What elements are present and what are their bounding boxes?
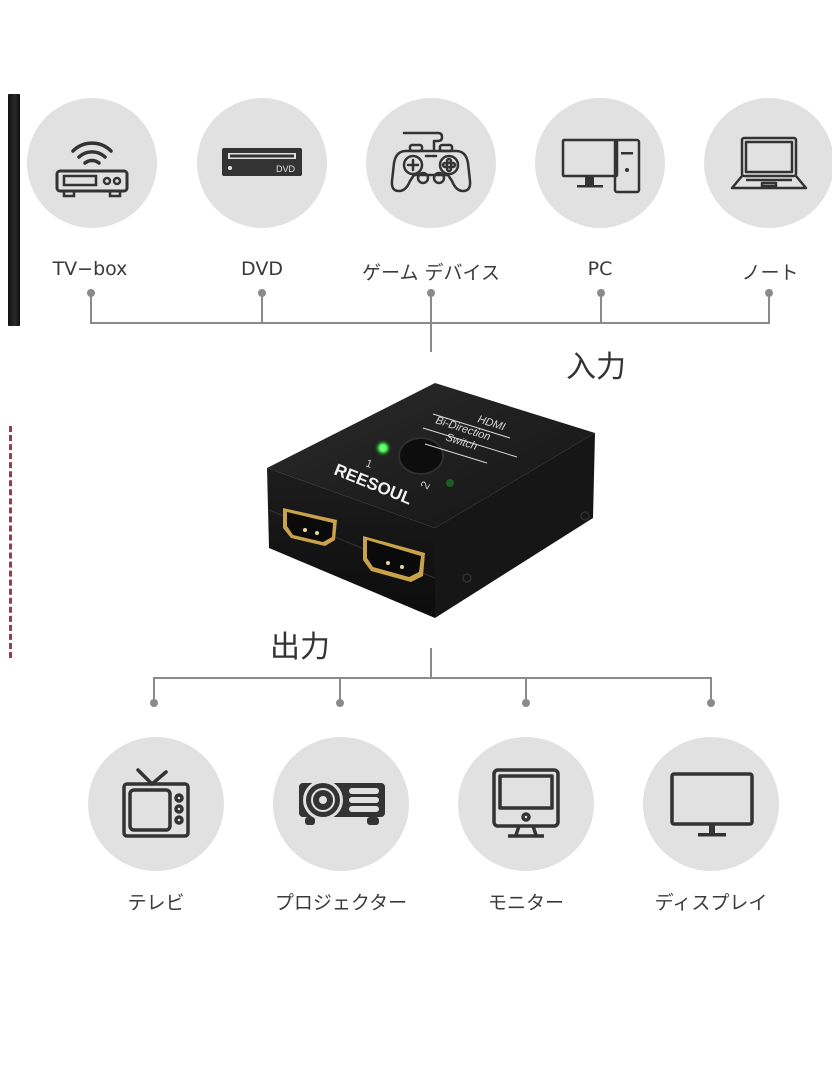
connector-line xyxy=(153,677,155,703)
left-dashed-border xyxy=(9,426,12,658)
input-heading: 入力 xyxy=(566,350,626,385)
output-label-display: ディスプレイ xyxy=(654,892,768,914)
led-2-off xyxy=(446,479,454,487)
projector-icon xyxy=(299,780,385,825)
display-icon xyxy=(670,772,754,837)
connector-line xyxy=(600,294,602,324)
led-1-on xyxy=(374,439,392,457)
output-device-projector xyxy=(273,737,409,871)
input-bus-line xyxy=(90,322,770,324)
output-label-projector: プロジェクター xyxy=(274,892,408,914)
input-label-dvd: DVD xyxy=(241,258,283,280)
laptop-icon xyxy=(730,136,808,190)
left-edge-bar xyxy=(8,94,20,326)
game-controller-icon xyxy=(390,131,472,193)
hdmi-port-2 xyxy=(363,536,425,582)
port-label-1: 1 xyxy=(364,458,374,471)
dvd-player-icon: DVD xyxy=(222,148,302,176)
input-label-pc: PC xyxy=(587,258,613,280)
connector-line xyxy=(261,294,263,324)
connector-dot xyxy=(597,289,605,297)
switch-front-face xyxy=(267,468,435,618)
input-device-tv-box xyxy=(27,98,157,228)
connector-dot xyxy=(765,289,773,297)
input-label-laptop: ノート xyxy=(741,262,799,284)
output-label-tv: テレビ xyxy=(127,892,185,914)
output-device-tv xyxy=(88,737,224,871)
output-heading: 出力 xyxy=(270,630,330,665)
connector-dot xyxy=(522,699,530,707)
connector-dot xyxy=(336,699,344,707)
input-device-laptop xyxy=(704,98,832,228)
connector-line xyxy=(710,677,712,703)
connector-dot xyxy=(707,699,715,707)
connector-line xyxy=(525,677,527,703)
retro-tv-icon xyxy=(122,768,190,838)
switch-side-face xyxy=(435,433,595,618)
connector-line xyxy=(339,677,341,703)
monitor-icon xyxy=(492,768,560,838)
connector-dot xyxy=(258,289,266,297)
output-label-monitor: モニター xyxy=(487,892,564,914)
input-label-tv-box: TV−box xyxy=(52,258,128,280)
input-device-pc xyxy=(535,98,665,228)
connector-line xyxy=(90,294,92,324)
hdmi-port-1 xyxy=(283,508,337,546)
output-bus-line xyxy=(153,677,712,679)
connector-dot xyxy=(427,289,435,297)
input-label-game-device: ゲーム デバイス xyxy=(362,262,500,284)
desktop-pc-icon xyxy=(561,138,641,194)
input-device-dvd: DVD xyxy=(197,98,327,228)
connector-dot xyxy=(150,699,158,707)
hdmi-switch-product: 1 2 REESOUL HDMI Bi-Direction Switch xyxy=(267,383,595,618)
connector-dot xyxy=(87,289,95,297)
output-device-monitor xyxy=(458,737,594,871)
switch-button xyxy=(398,437,444,475)
dvd-icon-text: DVD xyxy=(276,164,296,174)
output-device-display xyxy=(643,737,779,871)
connector-line xyxy=(768,294,770,324)
connector-line xyxy=(430,648,432,678)
input-device-game xyxy=(366,98,496,228)
tv-box-icon xyxy=(55,141,129,198)
